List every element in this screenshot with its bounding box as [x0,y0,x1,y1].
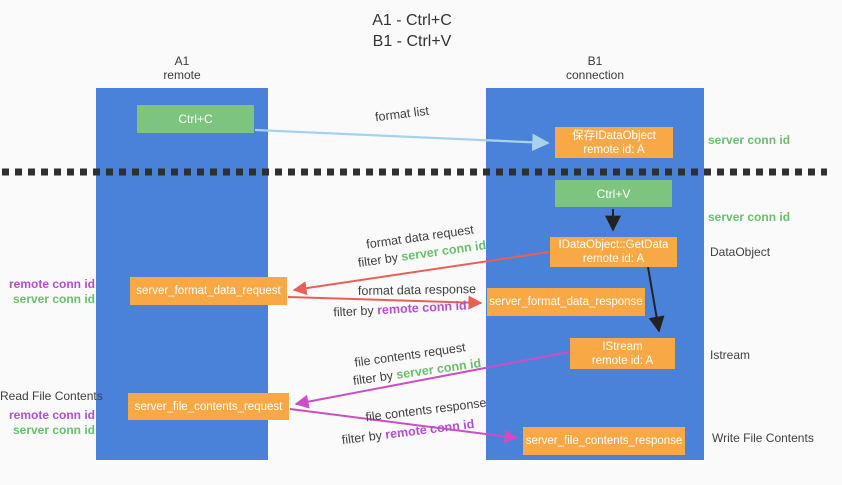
diagram-title: A1 - Ctrl+C B1 - Ctrl+V [372,10,452,52]
column-a1-role: remote [163,68,201,82]
left-conn-id-pair-2: remote conn id server conn id [0,408,95,438]
getdata-line2: remote id: A [582,253,645,265]
istream-line2: remote id: A [591,354,654,367]
save-idataobject-box: 保存IDataObject remote id: A [555,127,673,158]
column-a1-name: A1 [174,54,190,68]
filter-by-text-1: filter by [357,249,403,270]
ctrl-c-box: Ctrl+C [137,105,254,133]
write-file-contents-label: Write File Contents [712,431,814,445]
filter-by-remote-conn-id-label-1: filter by remote conn id [333,299,467,320]
server-conn-id-label-left-2: server conn id [12,423,95,437]
istream-side-label: Istream [710,348,751,362]
server-format-data-request-label: server_format_data_request [136,285,281,297]
save-idataobject-line2: remote id: A [583,143,645,156]
dataobject-label: DataObject [710,245,771,259]
filter-by-remote-conn-id-label-2: filter by remote conn id [341,417,475,447]
istream-line1: IStream [602,340,643,353]
server-format-data-request-box: server_format_data_request [130,277,287,305]
format-data-response-label: format data response [357,281,477,299]
remote-conn-id-label-2: remote conn id [8,408,95,422]
ctrl-v-label: Ctrl+V [596,186,631,201]
server-conn-id-label-mid: server conn id [708,210,791,224]
left-conn-id-pair-1: remote conn id server conn id [0,277,95,307]
filter-by-text-3: filter by [352,367,398,388]
column-b1-role: connection [565,68,625,82]
column-header-b1: B1 connection [486,54,704,82]
ctrl-v-box: Ctrl+V [555,180,672,207]
server-conn-id-label-top: server conn id [708,133,791,147]
column-header-a1: A1 remote [96,54,268,82]
save-idataobject-line1: 保存IDataObject [572,129,656,142]
remote-conn-id-label-1: remote conn id [8,277,95,291]
format-list-label: format list [374,103,430,125]
server-file-contents-request-box: server_file_contents_request [128,393,289,420]
server-file-contents-response-label: server_file_contents_response [525,435,683,447]
server-format-data-response-label: server_format_data_response [489,296,643,308]
server-file-contents-response-box: server_file_contents_response [523,427,685,455]
read-file-contents-label: Read File Contents [0,389,103,403]
filter-by-text-2: filter by [333,303,378,320]
ctrl-c-label: Ctrl+C [178,112,213,126]
filter-by-text-4: filter by [340,427,387,448]
idataobject-getdata-box: IDataObject::GetData remote id: A [550,237,677,267]
server-conn-id-label-left-1: server conn id [12,292,95,306]
getdata-line1: IDataObject::GetData [558,239,669,251]
server-format-data-response-box: server_format_data_response [487,288,645,316]
column-b1-name: B1 [587,54,603,68]
title-line-2: B1 - Ctrl+V [372,33,452,50]
istream-box: IStream remote id: A [570,338,675,369]
filter-remote-conn-id-1: remote conn id [376,298,467,318]
server-file-contents-request-label: server_file_contents_request [134,400,283,413]
title-line-1: A1 - Ctrl+C [372,12,452,29]
filter-remote-conn-id-2: remote conn id [384,416,476,442]
